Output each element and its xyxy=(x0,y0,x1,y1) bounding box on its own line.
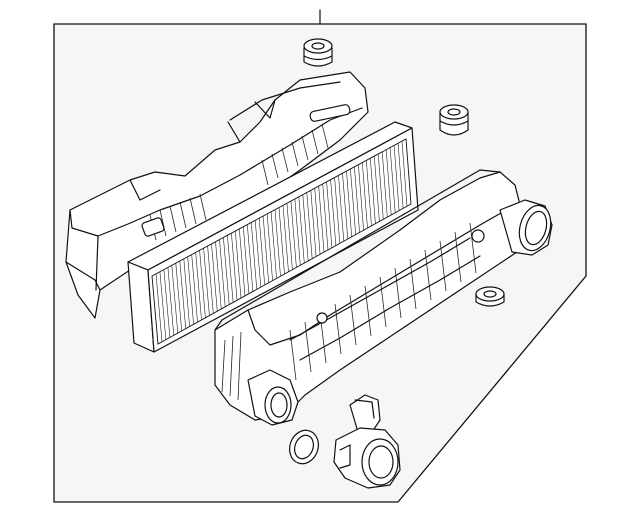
grommet-right xyxy=(439,104,469,136)
filter-pleat-line xyxy=(342,173,349,240)
filter-pleat-line xyxy=(262,216,269,283)
filter-pleat-line xyxy=(274,209,281,277)
filter-pleat-line xyxy=(227,235,234,303)
filter-pleat-line xyxy=(250,222,258,290)
filter-pleat-line xyxy=(330,179,337,246)
filter-pleat-line xyxy=(239,228,246,296)
filter-pleat-line xyxy=(215,241,222,310)
filter-pleat-line xyxy=(350,168,356,235)
filter-pleat-line xyxy=(247,224,254,292)
grommet-small xyxy=(475,286,505,307)
filter-pleat-line xyxy=(235,230,242,299)
filter-pleat-line xyxy=(199,250,206,318)
filter-pleat-line xyxy=(219,239,226,307)
filter-pleat-line xyxy=(326,181,333,248)
filter-pleat-line xyxy=(346,171,352,237)
filter-pleat-line xyxy=(294,198,301,266)
filter-pleat-line xyxy=(334,177,341,244)
filter-pleat-line xyxy=(374,156,380,222)
filter-pleat-line xyxy=(175,263,182,331)
filter-pleat-line xyxy=(195,252,202,320)
filter-pleat-line xyxy=(393,145,400,211)
filter-pleat-line xyxy=(171,265,179,334)
filter-pleat-line xyxy=(223,237,230,305)
filter-pleat-line xyxy=(302,194,309,261)
filter-pleat-line xyxy=(187,256,194,325)
filter-pleats xyxy=(155,141,408,342)
filter-pleat-line xyxy=(298,196,305,264)
filter-pleat-line xyxy=(358,164,364,231)
mass-airflow-sensor xyxy=(333,394,401,489)
filter-pleat-line xyxy=(207,245,214,314)
filter-pleat-line xyxy=(354,166,360,233)
filter-pleat-line xyxy=(306,192,313,259)
upper-housing-ribs xyxy=(149,123,329,241)
filter-pleat-line xyxy=(278,207,285,275)
filter-pleat-line xyxy=(258,218,265,285)
filter-pleat-line xyxy=(362,162,368,229)
filter-pleat-line xyxy=(389,147,396,213)
filter-pleat-line xyxy=(155,273,163,342)
filter-pleat-line xyxy=(231,233,238,301)
filter-pleat-line xyxy=(167,267,175,336)
filter-pleat-line xyxy=(163,269,171,338)
filter-pleat-line xyxy=(338,175,345,242)
filter-pleat-line xyxy=(377,153,384,220)
filter-pleat-line xyxy=(243,226,250,294)
air-filter-element xyxy=(127,121,419,353)
filter-pleat-line xyxy=(322,183,329,250)
filter-pleat-line xyxy=(211,243,218,312)
filter-pleat-line xyxy=(397,143,404,209)
filter-pleat-line xyxy=(385,149,392,215)
filter-pleat-line xyxy=(183,258,190,327)
grommet-top xyxy=(303,38,333,67)
filter-pleat-line xyxy=(381,151,388,218)
filter-pleat-line xyxy=(310,190,317,257)
filter-pleat-line xyxy=(179,260,186,329)
filter-pleat-line xyxy=(282,205,289,272)
filter-pleat-line xyxy=(290,201,297,268)
filter-pleat-line xyxy=(401,141,408,207)
filter-pleat-line xyxy=(254,220,262,288)
filter-pleat-line xyxy=(370,158,376,224)
filter-pleat-line xyxy=(286,203,293,270)
filter-pleat-line xyxy=(318,186,325,253)
filter-pleat-line xyxy=(366,160,372,226)
filter-pleat-line xyxy=(159,271,167,340)
filter-pleat-line xyxy=(314,188,321,255)
filter-pleat-line xyxy=(266,213,273,281)
filter-pleat-line xyxy=(270,211,277,279)
filter-pleat-line xyxy=(191,254,198,323)
o-ring xyxy=(289,429,319,465)
filter-pleat-line xyxy=(203,248,210,316)
lower-housing xyxy=(214,169,553,426)
